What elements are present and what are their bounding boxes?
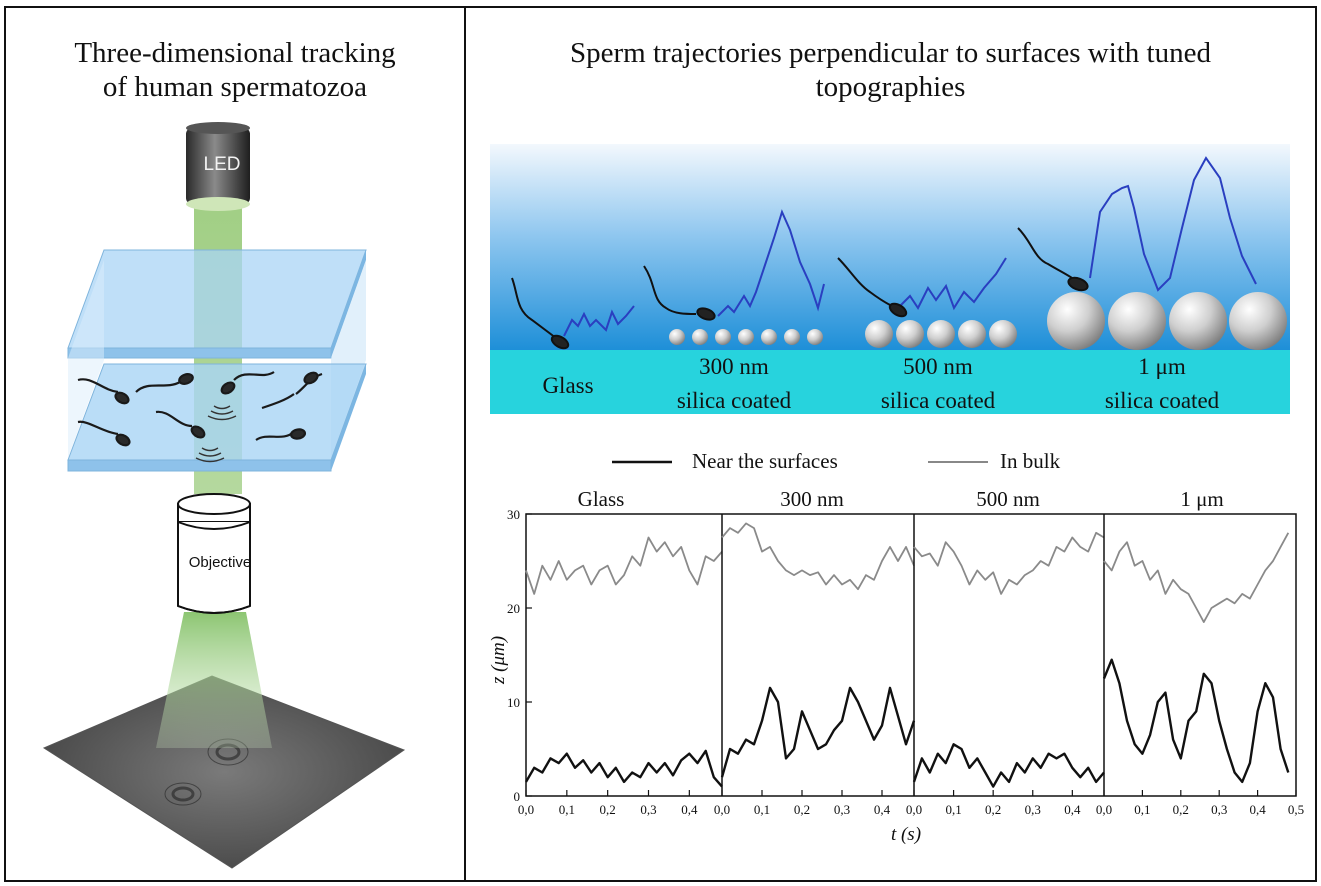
- left-title-line-2: of human spermatozoa: [102, 71, 368, 103]
- x-tick-label: 0,1: [754, 802, 770, 817]
- surface-label-500nm-coating: silica coated: [881, 388, 996, 413]
- chart-legend: Near the surfaces In bulk: [612, 449, 1061, 473]
- upper-glass-slide: [67, 249, 367, 359]
- right-panel-title: Sperm trajectories perpendicular to surf…: [466, 36, 1315, 104]
- surface-label-1um: 1 μm: [1138, 354, 1186, 379]
- x-tick-label: 0,3: [1211, 802, 1227, 817]
- x-tick-label: 0,0: [906, 802, 922, 817]
- series-near-surfaces-line: [912, 743, 1105, 788]
- x-tick-label: 0,0: [518, 802, 534, 817]
- chart-title-300nm: 300 nm: [780, 487, 844, 511]
- x-tick-label: 0,5: [1288, 802, 1304, 817]
- right-title-line-1: Sperm trajectories perpendicular to surf…: [570, 37, 1211, 69]
- y-axis-label: z (μm): [488, 636, 509, 685]
- surface-label-300nm-coating: silica coated: [677, 388, 792, 413]
- objective-lens: [177, 493, 251, 614]
- led-source: [186, 122, 250, 211]
- x-tick-label: 0,3: [834, 802, 850, 817]
- x-tick-label: 0,4: [1064, 802, 1081, 817]
- y-tick-label: 20: [507, 601, 520, 616]
- flagellar-waves: [195, 405, 237, 463]
- chart-title-500nm: 500 nm: [976, 487, 1040, 511]
- sensor-plane: [42, 675, 406, 869]
- right-title-line-2: topographies: [815, 71, 966, 103]
- y-tick-label: 0: [514, 789, 521, 804]
- x-tick-label: 0,2: [985, 802, 1001, 817]
- series-in-bulk-line: [525, 536, 723, 595]
- silica-beads-300nm: [669, 329, 823, 345]
- x-tick-label: 0,1: [945, 802, 961, 817]
- surface-label-glass: Glass: [542, 373, 593, 398]
- right-panel: Sperm trajectories perpendicular to surf…: [464, 6, 1317, 882]
- series-in-bulk-line: [1103, 532, 1290, 623]
- chart-panel-titles: Glass 300 nm 500 nm 1 μm: [578, 487, 1224, 511]
- light-cone: [156, 612, 272, 748]
- x-tick-label: 0,0: [1096, 802, 1112, 817]
- x-tick-label: 0,2: [1173, 802, 1189, 817]
- legend-label-near: Near the surfaces: [692, 449, 838, 473]
- y-tick-label: 10: [507, 695, 520, 710]
- microscope-setup-illustration: LED: [42, 122, 406, 869]
- legend-label-bulk: In bulk: [1000, 449, 1061, 473]
- surface-label-500nm: 500 nm: [903, 354, 973, 379]
- x-tick-label: 0,2: [794, 802, 810, 817]
- trajectory-chart: 0 10 20 30 0,0 0,1 0,2 0,3 0,4 0,0 0,1 0,2 0,3 0,4 0,0…: [507, 507, 1304, 817]
- y-tick-label: 30: [507, 507, 520, 522]
- series-near-surfaces-line: [720, 686, 916, 778]
- x-tick-label: 0,3: [1025, 802, 1041, 817]
- x-tick-label: 0,4: [1249, 802, 1266, 817]
- chart-frame: [525, 513, 1297, 797]
- x-tick-label: 0,0: [714, 802, 730, 817]
- series-in-bulk-line: [913, 531, 1105, 595]
- surface-and-chart-graphic: Glass 300 nm silica coated 500 nm silica…: [488, 144, 1304, 845]
- x-tick-label: 0,4: [874, 802, 891, 817]
- left-panel-title: Three-dimensional tracking of human sper…: [6, 36, 464, 104]
- x-tick-label: 0,4: [681, 802, 698, 817]
- x-tick-label: 0,3: [640, 802, 656, 817]
- x-tick-label: 0,1: [1134, 802, 1150, 817]
- schematic-sperm: [511, 227, 1089, 350]
- x-tick-label: 0,2: [600, 802, 616, 817]
- x-tick-label: 0,1: [559, 802, 575, 817]
- sperm-cells: [77, 371, 323, 447]
- silica-beads-1um: [1047, 292, 1287, 350]
- chamber-walls: [68, 260, 104, 458]
- left-panel: Three-dimensional tracking of human sper…: [4, 6, 466, 882]
- led-label: LED: [204, 154, 241, 175]
- x-axis-label: t (s): [891, 824, 921, 845]
- glass-substrate: [490, 350, 1290, 414]
- chart-title-1um: 1 μm: [1180, 487, 1223, 511]
- series-near-surfaces-line: [524, 749, 723, 788]
- surface-label-1um-coating: silica coated: [1105, 388, 1220, 413]
- schematic-trajectories: [563, 156, 1257, 337]
- chart-title-glass: Glass: [578, 487, 625, 511]
- silica-beads-500nm: [865, 320, 1017, 348]
- surface-labels: Glass 300 nm silica coated 500 nm silica…: [542, 354, 1219, 413]
- left-title-line-1: Three-dimensional tracking: [74, 37, 396, 69]
- surface-label-300nm: 300 nm: [699, 354, 769, 379]
- objective-label: Objective: [189, 554, 252, 571]
- series-near-surfaces-line: [1102, 658, 1290, 784]
- series-in-bulk-line: [721, 522, 915, 591]
